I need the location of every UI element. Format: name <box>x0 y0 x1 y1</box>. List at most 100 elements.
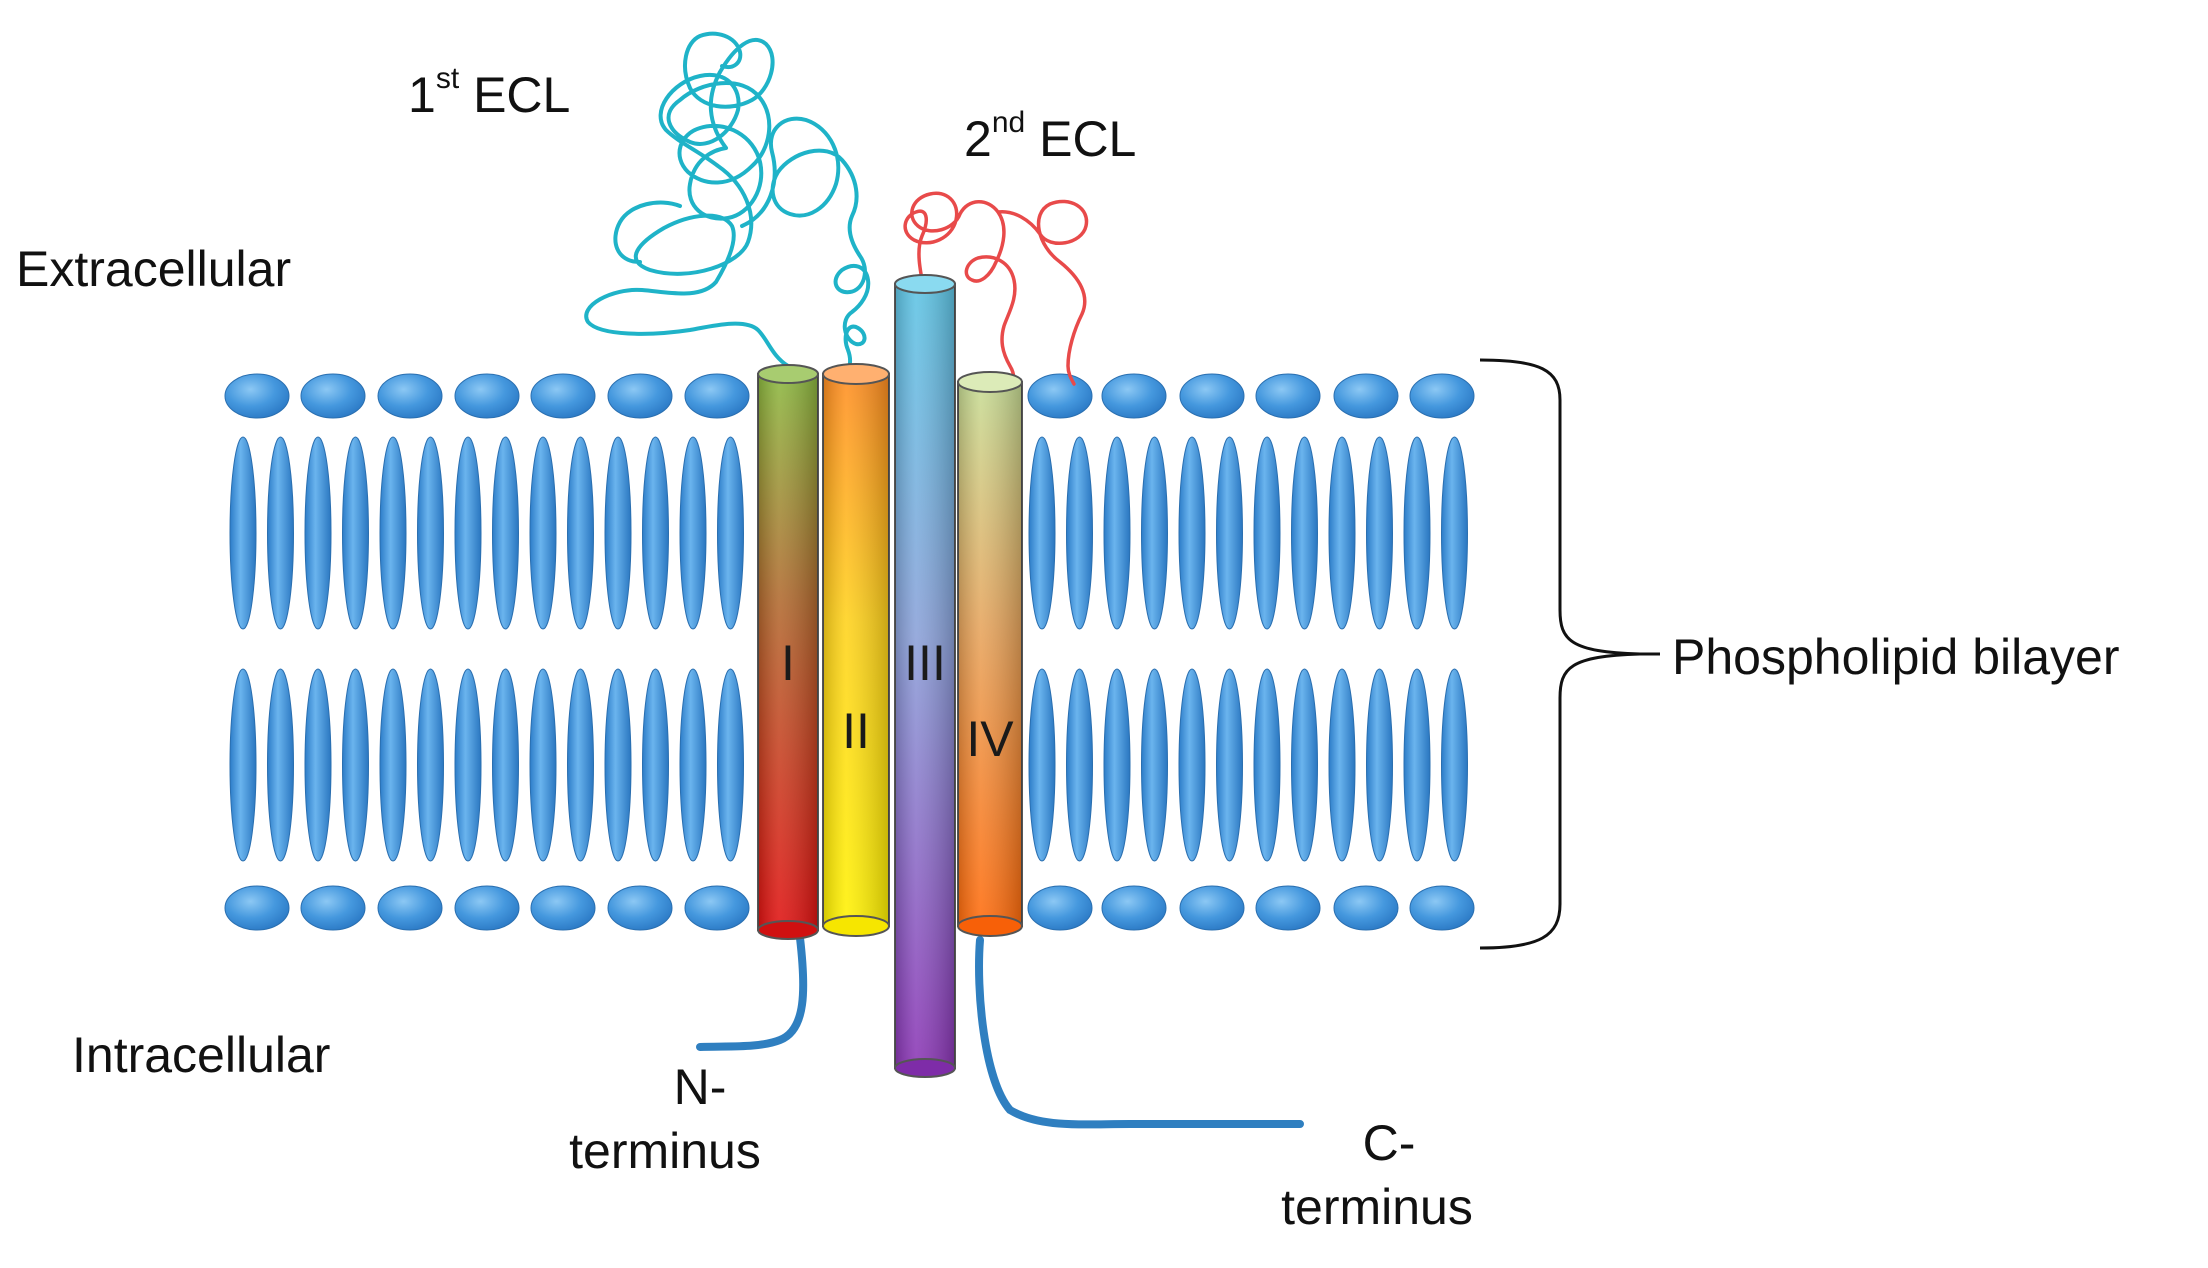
intracellular-label: Intracellular <box>72 1027 331 1083</box>
inner-lipid-tail <box>1141 668 1168 862</box>
n-terminus-line2: terminus <box>569 1123 761 1179</box>
c-terminus-line1: C- <box>1362 1115 1416 1171</box>
inner-lipid-tail <box>304 668 332 862</box>
first-ecl-ordinal: 1 <box>408 67 436 123</box>
second-ecl-ordinal: 2 <box>964 111 992 167</box>
inner-lipid-head <box>607 885 673 931</box>
bilayer-bracket <box>1479 358 1641 950</box>
inner-lipid-tail <box>454 668 482 862</box>
outer-lipid-tail <box>1028 436 1056 630</box>
helix-III-label: III <box>904 635 946 691</box>
outer-lipid-tail <box>492 436 519 630</box>
outer-lipid-tail <box>1253 436 1281 630</box>
inner-lipid-tail <box>1028 668 1056 862</box>
inner-lipid-tail <box>342 668 369 862</box>
inner-lipid-tail <box>1216 668 1243 862</box>
outer-lipid-tail <box>567 436 594 630</box>
outer-lipid-head <box>1101 373 1167 419</box>
helix-IV-label: IV <box>966 711 1014 767</box>
outer-lipid-tail <box>379 436 407 630</box>
helix-II-label: II <box>842 703 870 759</box>
second-ecl-suffix: nd <box>991 106 1026 139</box>
inner-lipid-head <box>454 885 520 931</box>
inner-lipid-tail <box>679 668 707 862</box>
outer-lipid-head <box>454 373 520 419</box>
n-terminus-label: N- terminus <box>550 1062 780 1176</box>
outer-lipid-tail <box>604 436 632 630</box>
outer-lipid-tail <box>342 436 369 630</box>
inner-lipid-tail <box>267 668 294 862</box>
inner-lipid-head <box>1255 885 1321 931</box>
outer-lipid-tail <box>529 436 557 630</box>
inner-lipid-tail <box>1291 668 1318 862</box>
inner-lipid-tail <box>492 668 519 862</box>
outer-lipid-tail <box>454 436 482 630</box>
n-terminus-tail <box>696 934 808 1051</box>
first-ecl-label: 1st ECL <box>408 64 571 123</box>
helix-I <box>757 364 819 940</box>
outer-lipid-tail <box>642 436 669 630</box>
inner-lipid-tail <box>1366 668 1393 862</box>
outer-lipid-head <box>607 373 673 419</box>
outer-lipid-head <box>1409 373 1475 419</box>
outer-lipid-tail <box>1441 436 1468 630</box>
inner-lipid-tail <box>642 668 669 862</box>
inner-lipid-tail <box>717 668 744 862</box>
inner-lipid-tail <box>229 668 257 862</box>
inner-lipid-tail <box>604 668 632 862</box>
n-terminus-line1: N- <box>673 1059 727 1115</box>
c-terminus-tail <box>975 936 1304 1129</box>
second-ecl-loop <box>903 191 1089 390</box>
outer-lipid-tail <box>1403 436 1431 630</box>
inner-lipid-tail <box>1441 668 1468 862</box>
outer-lipid-tail <box>679 436 707 630</box>
inner-lipid-head <box>1027 885 1093 931</box>
inner-lipid-head <box>224 885 290 931</box>
outer-lipid-tail <box>1366 436 1393 630</box>
outer-lipid-tail <box>1328 436 1356 630</box>
inner-lipid-tail <box>379 668 407 862</box>
outer-lipid-tail <box>1103 436 1131 630</box>
inner-lipid-head <box>684 885 750 931</box>
outer-lipid-tail <box>1291 436 1318 630</box>
helix-I-label: I <box>781 635 795 691</box>
inner-lipid-head <box>300 885 366 931</box>
inner-lipid-tail <box>529 668 557 862</box>
second-ecl-name: ECL <box>1039 111 1137 167</box>
inner-lipid-tail <box>1403 668 1431 862</box>
inner-lipid-tail <box>1103 668 1131 862</box>
outer-lipid-head <box>1255 373 1321 419</box>
inner-lipid-tail <box>1328 668 1356 862</box>
inner-lipid-head <box>1409 885 1475 931</box>
helix-IV <box>957 371 1023 937</box>
outer-lipid-tail <box>267 436 294 630</box>
first-ecl-suffix: st <box>435 62 460 95</box>
inner-lipid-tail <box>417 668 444 862</box>
outer-lipid-head <box>1027 373 1093 419</box>
outer-lipid-head <box>300 373 366 419</box>
outer-lipid-head <box>684 373 750 419</box>
outer-lipid-head <box>377 373 443 419</box>
inner-lipid-tail <box>1178 668 1206 862</box>
inner-lipid-head <box>1333 885 1399 931</box>
helix-III <box>894 274 956 1078</box>
c-terminus-label: C- terminus <box>1262 1118 1492 1232</box>
inner-lipid-tail <box>567 668 594 862</box>
outer-lipid-tail <box>1141 436 1168 630</box>
c-terminus-line2: terminus <box>1281 1179 1473 1235</box>
outer-lipid-head <box>1179 373 1245 419</box>
outer-lipid-tail <box>417 436 444 630</box>
outer-lipid-head <box>224 373 290 419</box>
outer-lipid-tail <box>229 436 257 630</box>
phospholipid-bilayer-label: Phospholipid bilayer <box>1672 629 2120 685</box>
inner-lipid-head <box>1101 885 1167 931</box>
inner-lipid-head <box>530 885 596 931</box>
outer-lipid-tail <box>717 436 744 630</box>
first-ecl-name: ECL <box>473 67 571 123</box>
helix-II <box>822 363 890 937</box>
lipid-bilayer <box>224 373 1475 931</box>
first-ecl-loop <box>584 31 871 404</box>
outer-lipid-tail <box>304 436 332 630</box>
extracellular-label: Extracellular <box>16 241 292 297</box>
